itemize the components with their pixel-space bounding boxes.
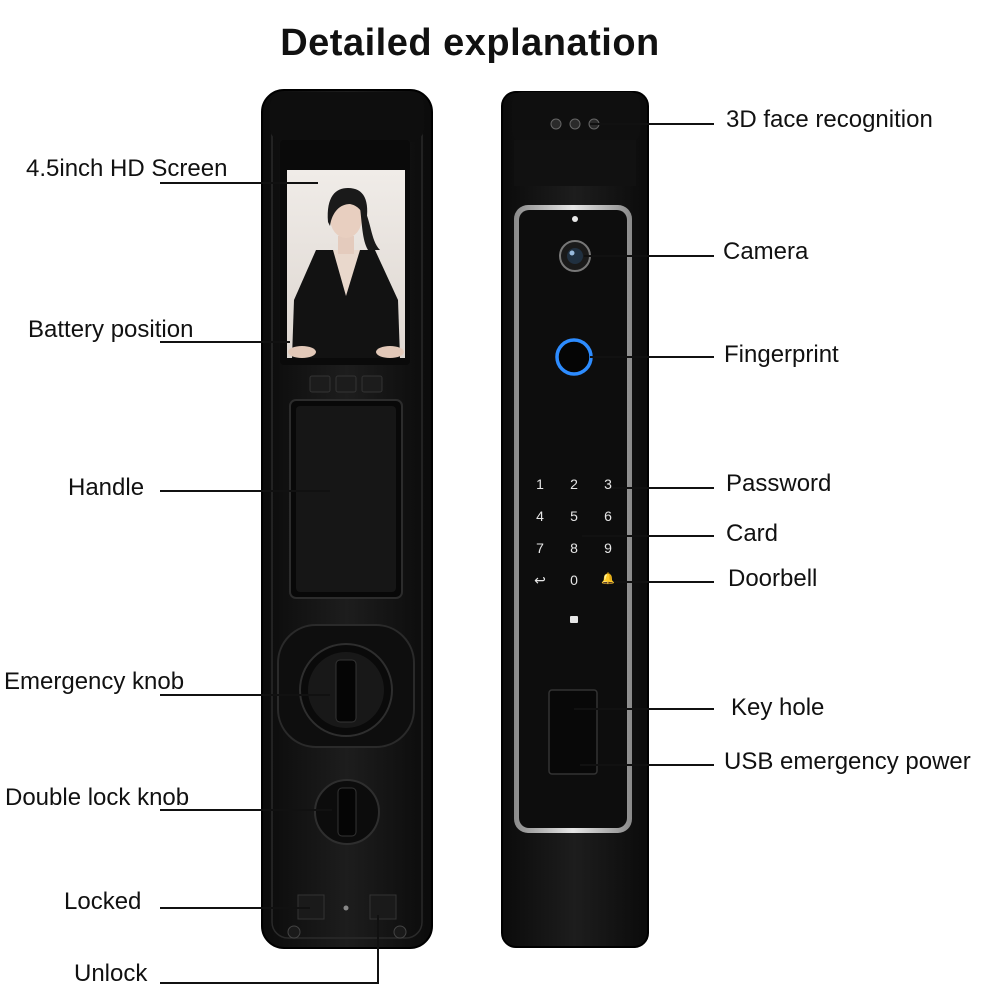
label-camera: Camera (723, 238, 809, 265)
label-card: Card (726, 520, 779, 547)
label-unlock: Unlock (74, 960, 148, 987)
fingerprint-sensor (555, 338, 593, 376)
label-screen: 4.5inch HD Screen (26, 155, 228, 182)
label-fingerprint: Fingerprint (724, 341, 839, 368)
doorbell-icon: 🔔 (601, 573, 615, 585)
label-face-recognition: 3D face recognition (726, 106, 933, 133)
key-8: 8 (570, 540, 578, 556)
keypad-row: ↩ 0 🔔 (526, 572, 622, 604)
label-key-hole: Key hole (731, 694, 825, 721)
keypad: 1 2 3 4 5 6 7 8 9 ↩ 0 🔔 (526, 476, 622, 624)
key-9: 9 (604, 540, 612, 556)
lock-switches (287, 894, 407, 939)
key-0: 0 (570, 572, 578, 588)
keypad-row: 1 2 3 (526, 476, 622, 508)
key-5: 5 (570, 508, 578, 524)
label-usb-power: USB emergency power (724, 748, 971, 775)
keypad-row: 7 8 9 (526, 540, 622, 572)
camera (559, 216, 591, 272)
handle (289, 399, 403, 599)
key-6: 6 (604, 508, 612, 524)
hd-screen (280, 140, 410, 393)
key-1: 1 (536, 476, 544, 492)
label-double-lock-knob: Double lock knob (5, 784, 190, 811)
label-emergency-knob: Emergency knob (4, 668, 185, 695)
label-battery: Battery position (28, 316, 194, 343)
double-lock-knob (314, 779, 380, 845)
label-doorbell: Doorbell (728, 565, 818, 592)
front-panel (514, 205, 632, 833)
label-handle: Handle (68, 474, 145, 501)
leader-lines (160, 123, 714, 984)
key-4: 4 (536, 508, 544, 524)
key-hole-cover (548, 689, 598, 775)
emergency-knob (277, 624, 415, 748)
key-2: 2 (570, 476, 578, 492)
screen-portrait (288, 188, 404, 358)
page-title: Detailed explanation (280, 22, 660, 64)
lock-icon (526, 608, 622, 624)
keypad-row: 4 5 6 (526, 508, 622, 540)
key-7: 7 (536, 540, 544, 556)
key-3: 3 (604, 476, 612, 492)
key-back: ↩ (534, 572, 546, 588)
label-password: Password (726, 470, 832, 497)
label-locked: Locked (64, 888, 142, 915)
